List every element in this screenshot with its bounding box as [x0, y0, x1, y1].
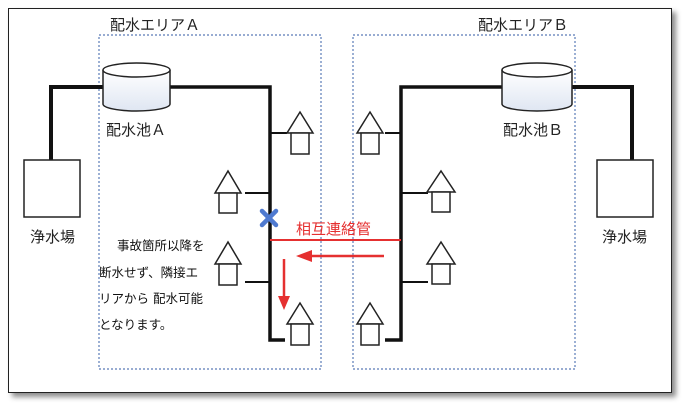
area-a-label: 配水エリアＡ [110, 16, 200, 34]
house-icon [425, 240, 457, 285]
note-text: 事故箇所以降を 断水せず、隣接エ リアから 配水可能 となります。 [99, 238, 205, 332]
interconnection-pipe-label: 相互連絡管 [296, 220, 371, 238]
house-icon [425, 169, 457, 213]
area-b-label: 配水エリアＢ [478, 16, 568, 34]
tank-a-icon [102, 62, 171, 112]
note-line: となります。 [99, 317, 172, 332]
house-icon [213, 169, 243, 214]
tank-a-label: 配水池Ａ [106, 121, 166, 139]
area-a-pipes [49, 85, 287, 342]
tank-b-label: 配水池Ｂ [503, 121, 563, 139]
purification-plant-a-label: 浄水場 [30, 228, 75, 246]
house-icon [355, 301, 385, 346]
purification-plant-b-label: 浄水場 [602, 228, 647, 246]
area-a-boundary [98, 34, 322, 370]
flow-arrow-down [278, 259, 290, 310]
house-icon [285, 301, 315, 346]
tank-b-icon [501, 62, 573, 112]
pipe-break-mark-icon [259, 208, 279, 228]
purification-plant-b-icon [596, 159, 654, 218]
house-icon [213, 240, 243, 286]
flow-arrow-left [296, 250, 384, 262]
note-line: 断水せず、隣接エ [99, 265, 198, 280]
house-icon [355, 110, 385, 155]
area-b-boundary [352, 34, 576, 370]
note-line: リアから 配水可能 [99, 291, 203, 306]
area-b-pipes [385, 85, 634, 342]
note-line: 事故箇所以降を [117, 238, 205, 253]
house-icon [285, 110, 315, 155]
purification-plant-a-icon [23, 159, 81, 218]
